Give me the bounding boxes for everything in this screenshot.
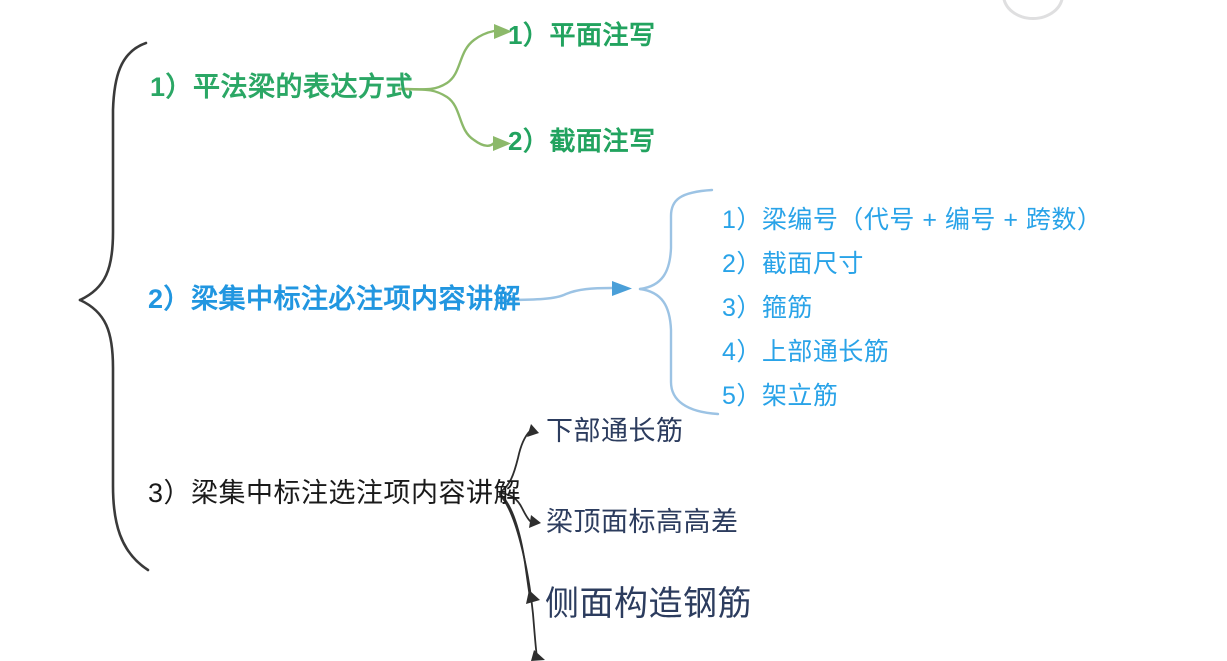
branch-1-child-1[interactable]: 1）平面注写 [508, 20, 656, 50]
branch-3-child-2[interactable]: 梁顶面标高高差 [546, 507, 739, 537]
branch-2-label[interactable]: 2）梁集中标注必注项内容讲解 [148, 284, 522, 314]
branch-2-child-5[interactable]: 5）架立筋 [722, 382, 839, 410]
corner-circle-artifact [1002, 0, 1064, 20]
green-connector [397, 29, 496, 148]
branch-3-label[interactable]: 3）梁集中标注选注项内容讲解 [148, 478, 522, 508]
dark-arrowhead-2 [529, 515, 541, 528]
blue-connector [494, 188, 720, 416]
dark-arrowhead-4 [531, 650, 545, 661]
branch-1-child-2[interactable]: 2）截面注写 [508, 126, 656, 156]
branch-2-child-4[interactable]: 4）上部通长筋 [722, 338, 890, 366]
branch-3-child-3[interactable]: 侧面构造钢筋 [545, 585, 752, 623]
dark-arrowhead-1 [527, 424, 539, 437]
branch-2-child-3[interactable]: 3）箍筋 [722, 294, 813, 322]
root-brace [78, 41, 150, 572]
blue-arrowhead [612, 281, 632, 296]
branch-2-child-1[interactable]: 1）梁编号（代号 + 编号 + 跨数） [722, 206, 1103, 234]
branch-3-child-1[interactable]: 下部通长筋 [546, 416, 684, 446]
dark-arrowhead-3 [526, 590, 540, 604]
dark-connector [499, 430, 538, 658]
branch-1-label[interactable]: 1）平法梁的表达方式 [150, 72, 414, 102]
branch-2-child-2[interactable]: 2）截面尺寸 [722, 250, 864, 278]
